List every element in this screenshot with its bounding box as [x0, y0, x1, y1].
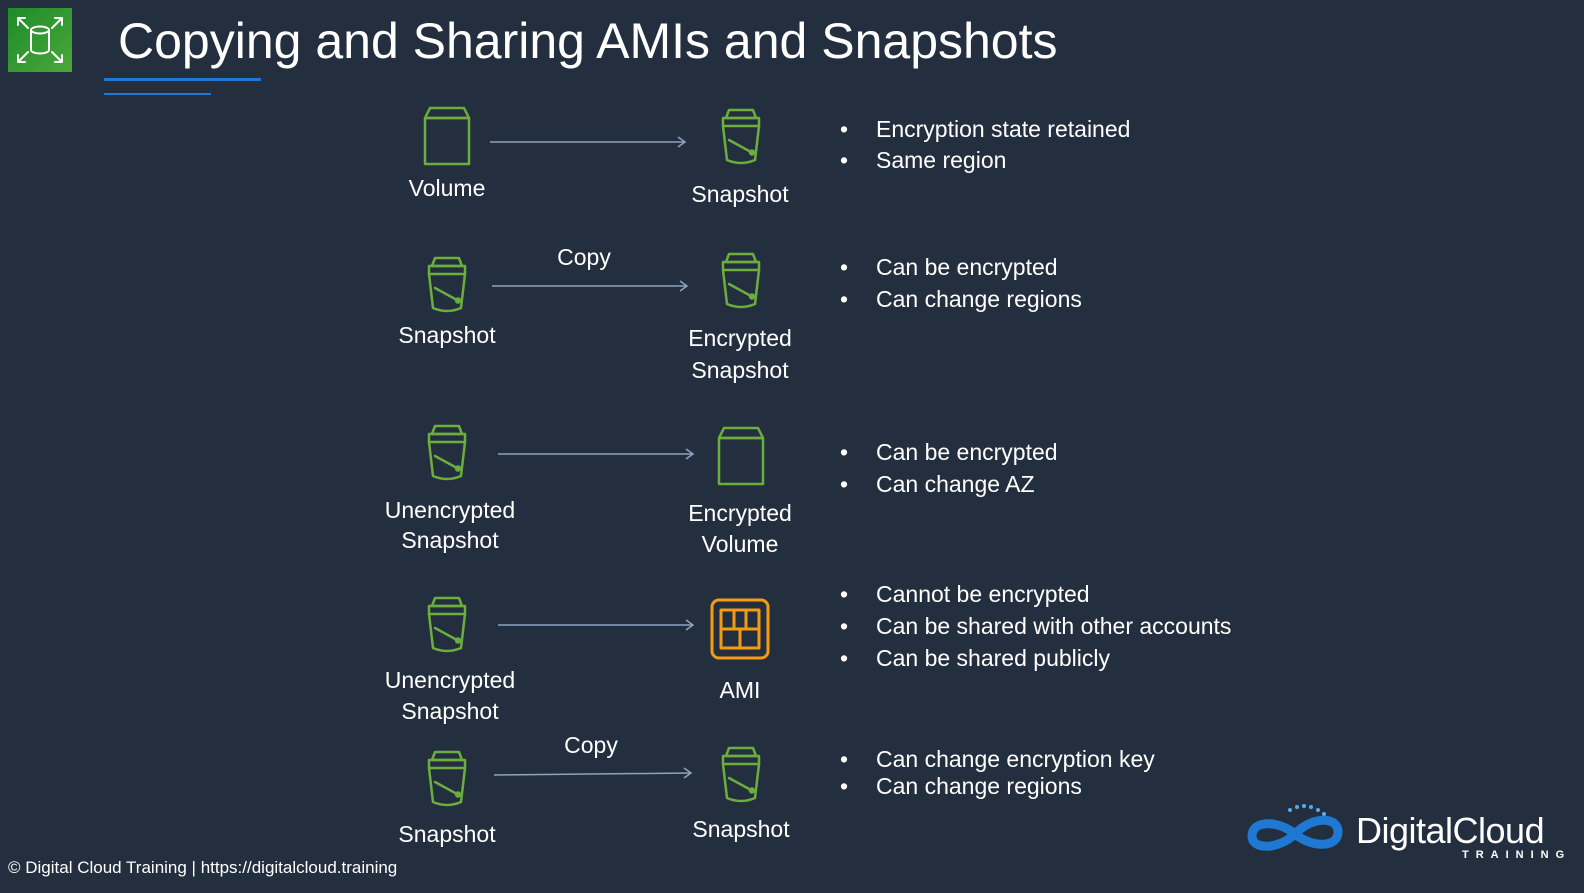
bullet-item: Same region [840, 147, 1130, 174]
bullet-item: Can be shared with other accounts [840, 613, 1231, 640]
row3-target-label-line1: Encrypted [688, 500, 792, 526]
row2-target-label-line2: Snapshot [691, 357, 789, 383]
bullet-item: Can be encrypted [840, 254, 1082, 281]
bullet-item: Can change regions [840, 773, 1155, 800]
volume-icon [417, 104, 477, 168]
row2-bullets: Can be encrypted Can change regions [840, 254, 1082, 313]
snapshot-icon [417, 420, 477, 484]
bullet-item: Encryption state retained [840, 116, 1130, 143]
bullet-item: Can be encrypted [840, 439, 1058, 466]
bullet-item: Can change regions [840, 286, 1082, 313]
volume-icon [711, 424, 771, 488]
row5-arrow [494, 767, 693, 779]
bullet-item: Can change encryption key [840, 746, 1155, 773]
row2-copy-label: Copy [557, 244, 611, 270]
bullet-item: Cannot be encrypted [840, 581, 1231, 608]
snapshot-icon [417, 252, 477, 316]
snapshot-icon [711, 248, 771, 312]
row1-target-label: Snapshot [691, 181, 789, 207]
row3-target-label-line2: Volume [701, 531, 779, 557]
row2-target-label-line1: Encrypted [688, 325, 792, 351]
snapshot-icon [711, 742, 771, 806]
row2-arrow [492, 280, 689, 292]
snapshot-icon [711, 104, 771, 168]
snapshot-icon [417, 592, 477, 656]
page-title: Copying and Sharing AMIs and Snapshots [118, 13, 1058, 69]
row1-arrow [490, 136, 687, 148]
title-underline-secondary [104, 93, 211, 95]
digitalcloud-logo-icon [1247, 804, 1343, 851]
snapshot-icon [417, 746, 477, 810]
brand-name: DigitalCloud [1356, 810, 1545, 851]
row5-source-label: Snapshot [398, 821, 496, 847]
row4-target-label: AMI [719, 677, 761, 703]
row3-source-label-line2: Snapshot [401, 527, 499, 553]
row4-arrow [498, 619, 695, 631]
ami-icon [710, 598, 770, 662]
bullet-item: Can be shared publicly [840, 645, 1231, 672]
row5-bullets: Can change encryption key Can change reg… [840, 746, 1155, 800]
row4-source-label-line1: Unencrypted [384, 667, 516, 693]
row1-source-label: Volume [408, 175, 486, 201]
row4-bullets: Cannot be encrypted Can be shared with o… [840, 581, 1231, 672]
row5-copy-label: Copy [564, 732, 618, 758]
row1-bullets: Encryption state retained Same region [840, 116, 1130, 174]
row2-source-label: Snapshot [398, 322, 496, 348]
row5-target-label: Snapshot [692, 816, 790, 842]
brand-tagline: TRAINING [1462, 849, 1572, 861]
row3-arrow [498, 448, 695, 460]
footer-copyright: © Digital Cloud Training | https://digit… [8, 858, 398, 877]
ebs-storage-icon [8, 8, 72, 72]
row3-bullets: Can be encrypted Can change AZ [840, 439, 1058, 498]
row4-source-label-line2: Snapshot [401, 698, 499, 724]
title-underline [104, 78, 261, 81]
bullet-item: Can change AZ [840, 471, 1058, 498]
row3-source-label-line1: Unencrypted [384, 497, 516, 523]
